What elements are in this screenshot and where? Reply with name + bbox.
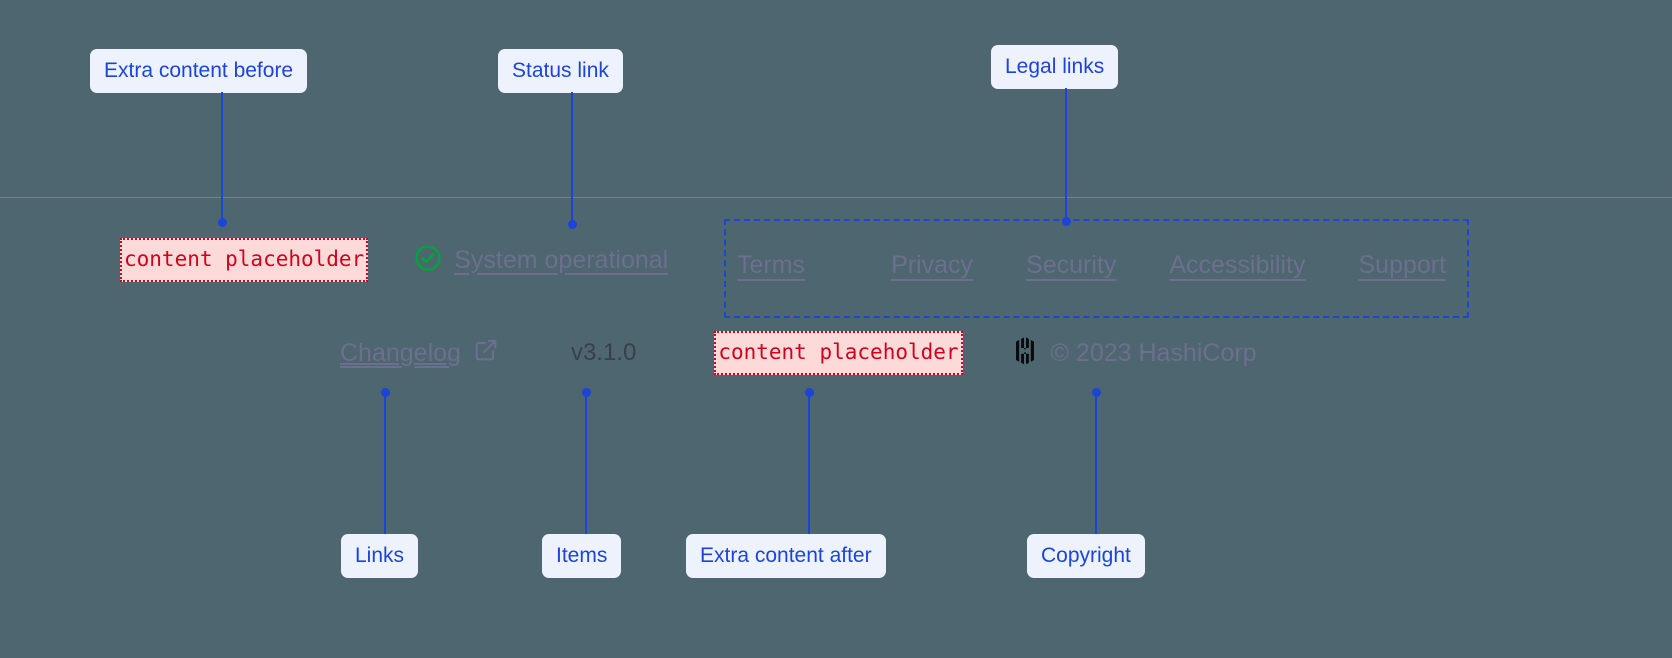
- legal-link-terms[interactable]: Terms: [737, 251, 806, 279]
- annotation-callout: Extra content before: [90, 49, 308, 93]
- extra-content-after-placeholder: content placeholder: [714, 331, 963, 375]
- annotation-leader-line: [1065, 88, 1067, 221]
- hashicorp-logo-icon: [1011, 336, 1039, 371]
- footer-top-divider: [0, 197, 1672, 198]
- check-circle-icon: [413, 243, 443, 278]
- legal-link-accessibility[interactable]: Accessibility: [1169, 251, 1306, 279]
- annotation-callout: Items: [542, 534, 622, 578]
- extra-content-before-placeholder: content placeholder: [120, 238, 369, 282]
- external-link-icon: [473, 337, 499, 370]
- annotation-leader-line: [221, 92, 223, 222]
- footer-top-row: content placeholder System operational: [120, 238, 668, 282]
- annotation-leader-dot: [567, 220, 577, 229]
- annotation-callout: Copyright: [1027, 534, 1145, 578]
- legal-link-support[interactable]: Support: [1358, 251, 1447, 279]
- copyright-text: © 2023 HashiCorp: [1050, 338, 1257, 367]
- legal-links-highlight-box: [724, 219, 1469, 318]
- legal-links: Terms Privacy Security Accessibility Sup…: [737, 251, 1446, 280]
- annotation-callout: Extra content after: [686, 534, 886, 578]
- annotation-leader-line: [808, 395, 810, 534]
- annotation-leader-dot: [380, 388, 390, 397]
- annotation-callout: Links: [341, 534, 419, 578]
- legal-link-security[interactable]: Security: [1026, 251, 1117, 279]
- footer: content placeholder System operational T…: [0, 198, 1672, 458]
- annotation-leader-dot: [1061, 217, 1071, 226]
- version-label: v3.1.0: [570, 339, 637, 366]
- changelog-link[interactable]: Changelog: [340, 337, 499, 370]
- annotation-leader-dot: [804, 388, 814, 397]
- annotation-callout: Status link: [498, 49, 623, 93]
- annotation-leader-line: [1095, 395, 1097, 534]
- annotation-callout: Legal links: [991, 45, 1119, 89]
- annotation-leader-line: [384, 395, 386, 534]
- status-link[interactable]: System operational: [413, 243, 668, 278]
- footer-bottom-row: Changelog v3.1.0 content placeholder © 2…: [340, 331, 1257, 375]
- annotation-leader-dot: [1091, 388, 1101, 397]
- changelog-link-label: Changelog: [340, 338, 461, 367]
- annotation-leader-dot: [581, 388, 591, 397]
- legal-link-privacy[interactable]: Privacy: [891, 251, 974, 279]
- annotation-leader-dot: [217, 218, 227, 227]
- annotation-leader-line: [585, 395, 587, 534]
- status-link-label: System operational: [454, 245, 669, 274]
- annotation-leader-line: [571, 92, 573, 224]
